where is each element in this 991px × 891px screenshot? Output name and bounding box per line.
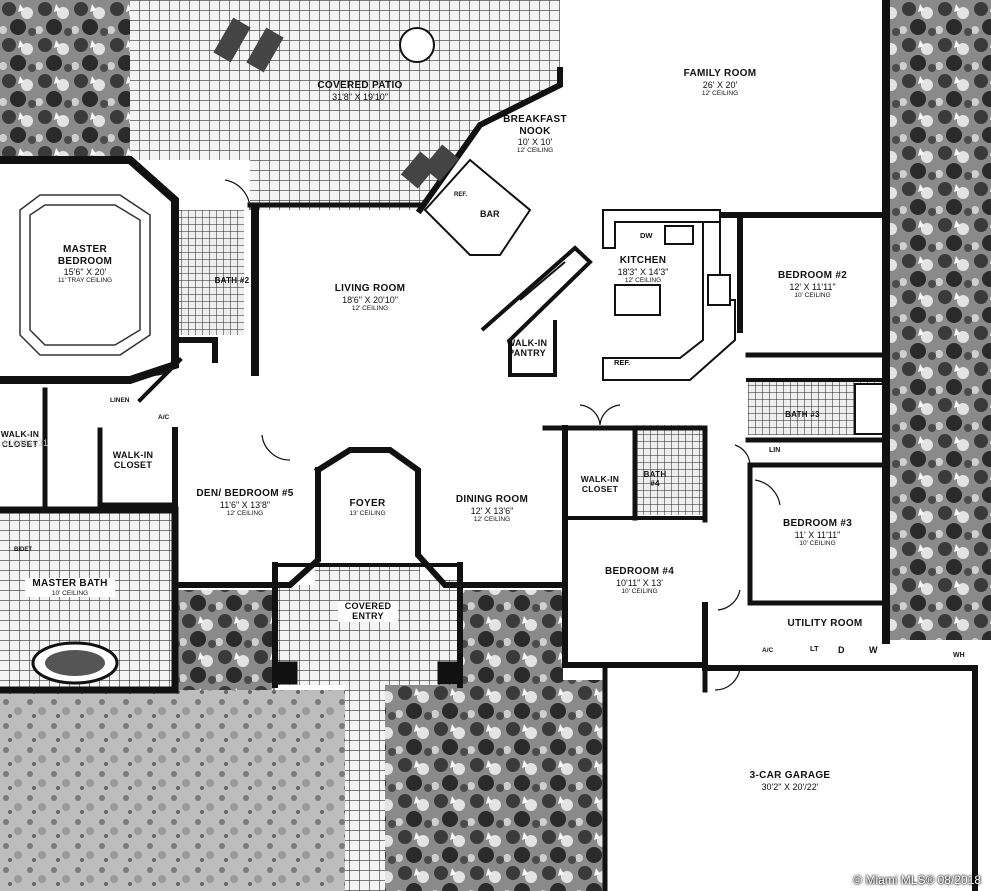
room-name: MASTER BEDROOM <box>57 244 113 267</box>
room-name: LIVING ROOM <box>334 283 406 294</box>
room-name: BATH #4 <box>643 470 667 489</box>
room-ceiling: 10' CEILING <box>621 587 658 595</box>
patio-furniture <box>213 17 460 189</box>
tray-ceiling <box>19 194 151 356</box>
room-bath-3: BATH #3 <box>775 410 830 419</box>
room-ceiling: 12' CEILING <box>351 304 389 312</box>
room-covered-patio: COVERED PATIO 31'8" X 19'10" <box>300 80 420 102</box>
room-dims: 12' X 13'6" <box>470 505 514 516</box>
room-dims: 10'11" X 13' <box>616 577 663 588</box>
room-dims: 26' X 20' <box>702 79 738 90</box>
room-bedroom-2: BEDROOM #2 12' X 11'11" 10' CEILING <box>765 270 860 299</box>
room-name: KITCHEN <box>619 255 667 266</box>
room-bath-4: BATH #4 <box>640 470 670 488</box>
room-walk-in-closet-master-right: WALK-IN CLOSET <box>103 450 163 471</box>
room-master-bedroom: MASTER BEDROOM 15'6" X 20' 11' TRAY CEIL… <box>35 244 135 285</box>
bidet-label: BIDET <box>14 547 32 553</box>
bar-counter <box>423 158 532 256</box>
room-name: DEN/ BEDROOM #5 <box>196 488 294 499</box>
room-walk-in-closet-bedroom-4: WALK-IN CLOSET <box>572 474 628 495</box>
room-dining-room: DINING ROOM 12' X 13'6" 12' CEILING <box>442 494 542 523</box>
listing-id-watermark: A10421031 <box>2 438 49 448</box>
washer-label: W <box>869 645 878 655</box>
room-name: WALK-IN CLOSET <box>580 474 620 494</box>
room-name: BEDROOM #3 <box>782 518 853 529</box>
bar-refrigerator-label: REF. <box>454 192 468 198</box>
room-ceiling: 12' CEILING <box>473 515 511 523</box>
master-tub <box>31 641 119 685</box>
room-ceiling: 12' CEILING <box>624 276 662 284</box>
room-dims: 18'6" X 20'10" <box>342 294 398 305</box>
room-walk-in-pantry: WALK-IN PANTRY <box>502 338 552 359</box>
room-name: WALK-IN PANTRY <box>506 338 548 359</box>
dryer-label: D <box>838 645 845 655</box>
bar-label: BAR <box>480 209 500 219</box>
kitchen-counters <box>602 209 736 381</box>
room-name: COVERED PATIO <box>317 80 403 91</box>
room-dims: 15'6" X 20' <box>63 267 107 277</box>
room-name: FOYER <box>349 498 386 509</box>
room-bedroom-4: BEDROOM #4 10'11" X 13' 10' CEILING <box>592 566 687 595</box>
room-ceiling: 12' CEILING <box>701 89 739 97</box>
room-name: DINING ROOM <box>455 494 529 505</box>
room-walk-in-closet-master-left: WALK-IN CLOSET <box>0 429 40 450</box>
room-name: COVERED ENTRY <box>344 601 392 622</box>
dishwasher-label: DW <box>640 231 653 240</box>
linen-label: LINEN <box>110 397 130 404</box>
room-ceiling: 12' CEILING <box>516 147 554 155</box>
mls-watermark: © Miami MLS® 08/2018 <box>853 873 981 887</box>
room-covered-entry: COVERED ENTRY <box>338 601 398 622</box>
water-heater-label: WH <box>953 652 965 659</box>
laundry-tub-label: LT <box>810 644 819 653</box>
room-master-bath: MASTER BATH 10' CEILING <box>25 578 115 597</box>
room-garage: 3-CAR GARAGE 30'2" X 20'/22' <box>735 770 845 792</box>
room-living-room: LIVING ROOM 18'6" X 20'10" 12' CEILING <box>320 283 420 312</box>
room-dims: 12' X 11'11" <box>789 281 836 292</box>
room-name: UTILITY ROOM <box>787 618 863 629</box>
utility-ac-label: A/C <box>762 647 774 654</box>
room-name: BREAKFAST NOOK <box>503 114 567 137</box>
room-dims: 31'8" X 19'10" <box>332 91 388 102</box>
room-dims: 18'3" X 14'3" <box>617 266 669 277</box>
room-name: MASTER BATH <box>32 578 108 589</box>
room-bedroom-3: BEDROOM #3 11' X 11'11" 10' CEILING <box>770 518 865 547</box>
bath3-tub <box>854 383 884 435</box>
room-ceiling: 10' CEILING <box>51 589 89 597</box>
room-dims: 10' X 10' <box>517 137 553 147</box>
room-ceiling: 10' CEILING <box>799 539 836 547</box>
walk-in-pantry-walls <box>480 245 593 377</box>
kitchen-refrigerator-label: REF. <box>614 358 631 367</box>
door-swings <box>149 179 781 691</box>
room-kitchen: KITCHEN 18'3" X 14'3" 12' CEILING <box>608 255 678 284</box>
room-bath-2: BATH #2 <box>212 276 252 285</box>
room-name: 3-CAR GARAGE <box>749 770 831 781</box>
room-name: BATH #3 <box>785 410 820 419</box>
hall-ac-label: A/C <box>158 414 170 421</box>
room-name: WALK-IN CLOSET <box>0 429 40 449</box>
room-breakfast-nook: BREAKFAST NOOK 10' X 10' 12' CEILING <box>495 114 575 155</box>
room-name: BEDROOM #2 <box>777 270 848 281</box>
room-ceiling: 11' TRAY CEILING <box>57 277 113 285</box>
room-ceiling: 10' CEILING <box>794 291 831 299</box>
room-name: WALK-IN CLOSET <box>112 450 154 471</box>
room-name: FAMILY ROOM <box>683 68 757 79</box>
room-name: BATH #2 <box>214 276 250 285</box>
room-ceiling: 12' CEILING <box>226 509 264 517</box>
room-name: BEDROOM #4 <box>604 566 675 577</box>
linen-closet-bath3-label: LIN <box>769 447 781 454</box>
room-foyer: FOYER 13' CEILING <box>325 498 410 517</box>
room-utility-room: UTILITY ROOM <box>780 618 870 630</box>
room-den-bedroom-5: DEN/ BEDROOM #5 11'6" X 13'8" 12' CEILIN… <box>190 488 300 517</box>
room-dims: 11' X 11'11" <box>794 529 841 540</box>
room-ceiling: 13' CEILING <box>349 509 386 517</box>
room-family-room: FAMILY ROOM 26' X 20' 12' CEILING <box>670 68 770 97</box>
room-dims: 11'6" X 13'8" <box>219 499 271 510</box>
room-dims: 30'2" X 20'/22' <box>761 781 819 792</box>
